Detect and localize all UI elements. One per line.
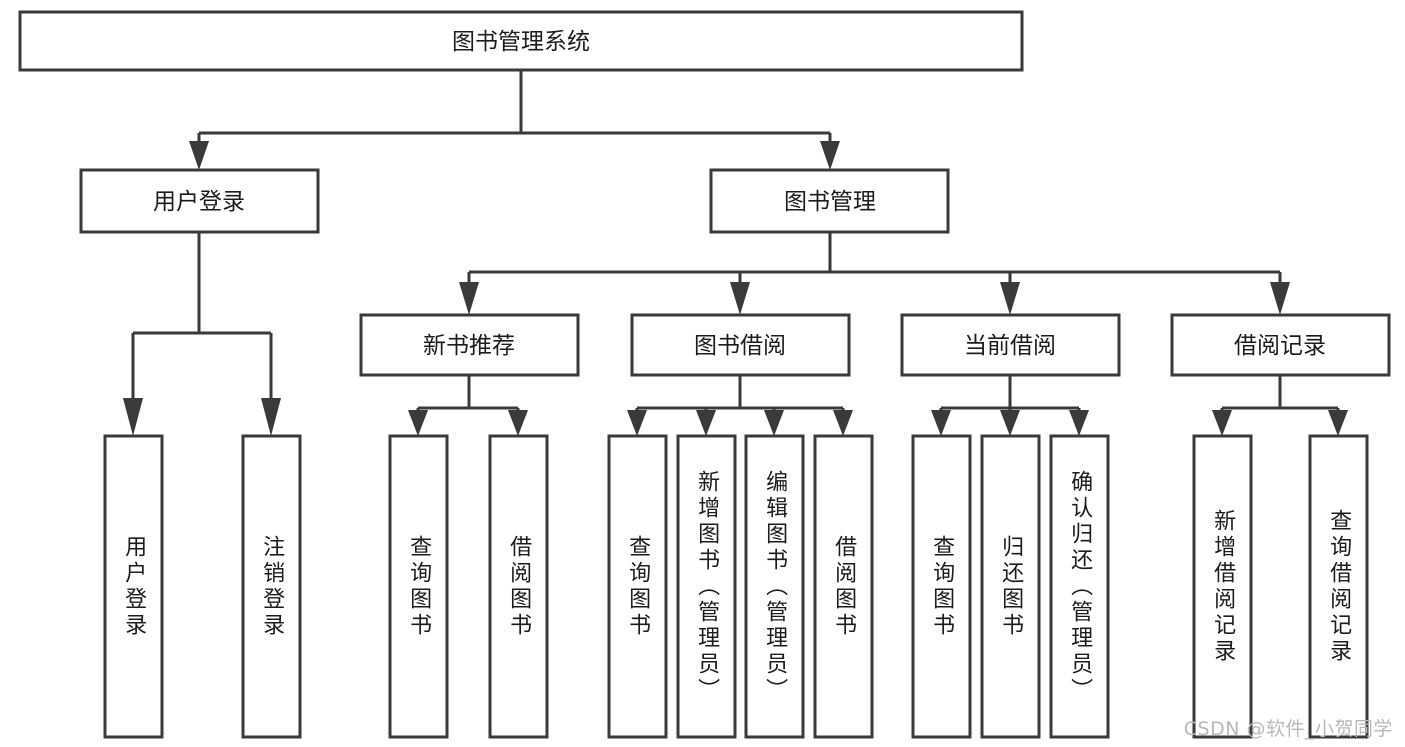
leaf-box-logout[interactable] xyxy=(241,434,302,739)
arrow-head-bb-leaf-2 xyxy=(696,410,716,436)
arrow-head-bb-leaf-1 xyxy=(627,410,647,436)
node-book-management-label: 图书管理 xyxy=(784,189,876,215)
node-new-book-recommend-rect[interactable] xyxy=(359,313,580,377)
arrow-head-to-current-borrow xyxy=(1000,282,1020,315)
arrow-head-root-to-book-mgmt xyxy=(820,141,840,170)
leaf-box-query-book-cb[interactable] xyxy=(911,434,972,739)
leaf-box-user-login[interactable] xyxy=(103,434,164,739)
node-current-borrow-label: 当前借阅 xyxy=(964,333,1056,359)
node-user-login-label: 用户登录 xyxy=(153,189,245,215)
leaf-box-add-book-admin[interactable] xyxy=(676,434,737,739)
node-new-book-recommend[interactable]: 新书推荐 xyxy=(359,313,580,377)
node-book-borrow-label: 图书借阅 xyxy=(694,333,786,359)
arrow-head-cb-leaf-3 xyxy=(1069,410,1089,436)
leaf-box-add-borrow-record[interactable] xyxy=(1192,434,1253,739)
node-root[interactable]: 图书管理系统 xyxy=(18,10,1024,72)
node-current-borrow[interactable]: 当前借阅 xyxy=(900,313,1121,377)
leaf-box-borrow-book-bb[interactable] xyxy=(813,434,874,739)
leaf-box-borrow-book-nbr[interactable] xyxy=(488,434,549,739)
arrow-head-bb-leaf-3 xyxy=(764,410,784,436)
node-root-label: 图书管理系统 xyxy=(452,29,590,55)
node-user-login[interactable]: 用户登录 xyxy=(79,168,320,234)
node-book-management-rect[interactable] xyxy=(709,168,950,234)
arrow-head-to-borrow-record xyxy=(1270,282,1290,315)
node-borrow-record-label: 借阅记录 xyxy=(1234,333,1326,359)
leaf-box-query-book-nbr[interactable] xyxy=(388,434,449,739)
arrow-head-nbr-leaf-1 xyxy=(408,410,428,436)
leaf-box-query-borrow-record[interactable] xyxy=(1308,434,1369,739)
node-borrow-record-rect[interactable] xyxy=(1170,313,1391,377)
node-new-book-recommend-label: 新书推荐 xyxy=(423,333,515,359)
node-borrow-record[interactable]: 借阅记录 xyxy=(1170,313,1391,377)
arrow-head-to-leaf-logout xyxy=(261,398,281,436)
arrow-head-bb-leaf-4 xyxy=(833,410,853,436)
leaf-box-edit-book-admin[interactable] xyxy=(744,434,805,739)
arrow-head-to-new-book-recommend xyxy=(459,282,479,315)
arrow-head-br-leaf-1 xyxy=(1212,410,1232,436)
leaf-box-confirm-return-admin[interactable] xyxy=(1049,434,1110,739)
arrow-head-to-book-borrow xyxy=(730,282,750,315)
leaf-box-query-book-bb[interactable] xyxy=(607,434,668,739)
arrow-head-nbr-leaf-2 xyxy=(508,410,528,436)
arrow-head-br-leaf-2 xyxy=(1328,410,1348,436)
arrow-head-cb-leaf-1 xyxy=(931,410,951,436)
node-current-borrow-rect[interactable] xyxy=(900,313,1121,377)
leaf-box-return-book[interactable] xyxy=(980,434,1041,739)
arrow-head-to-leaf-user-login xyxy=(123,398,143,436)
arrow-head-root-to-user-login xyxy=(189,141,209,170)
node-book-borrow-rect[interactable] xyxy=(630,313,851,377)
node-root-rect[interactable] xyxy=(18,10,1024,72)
node-book-borrow[interactable]: 图书借阅 xyxy=(630,313,851,377)
node-book-management[interactable]: 图书管理 xyxy=(709,168,950,234)
arrow-head-cb-leaf-2 xyxy=(1000,410,1020,436)
